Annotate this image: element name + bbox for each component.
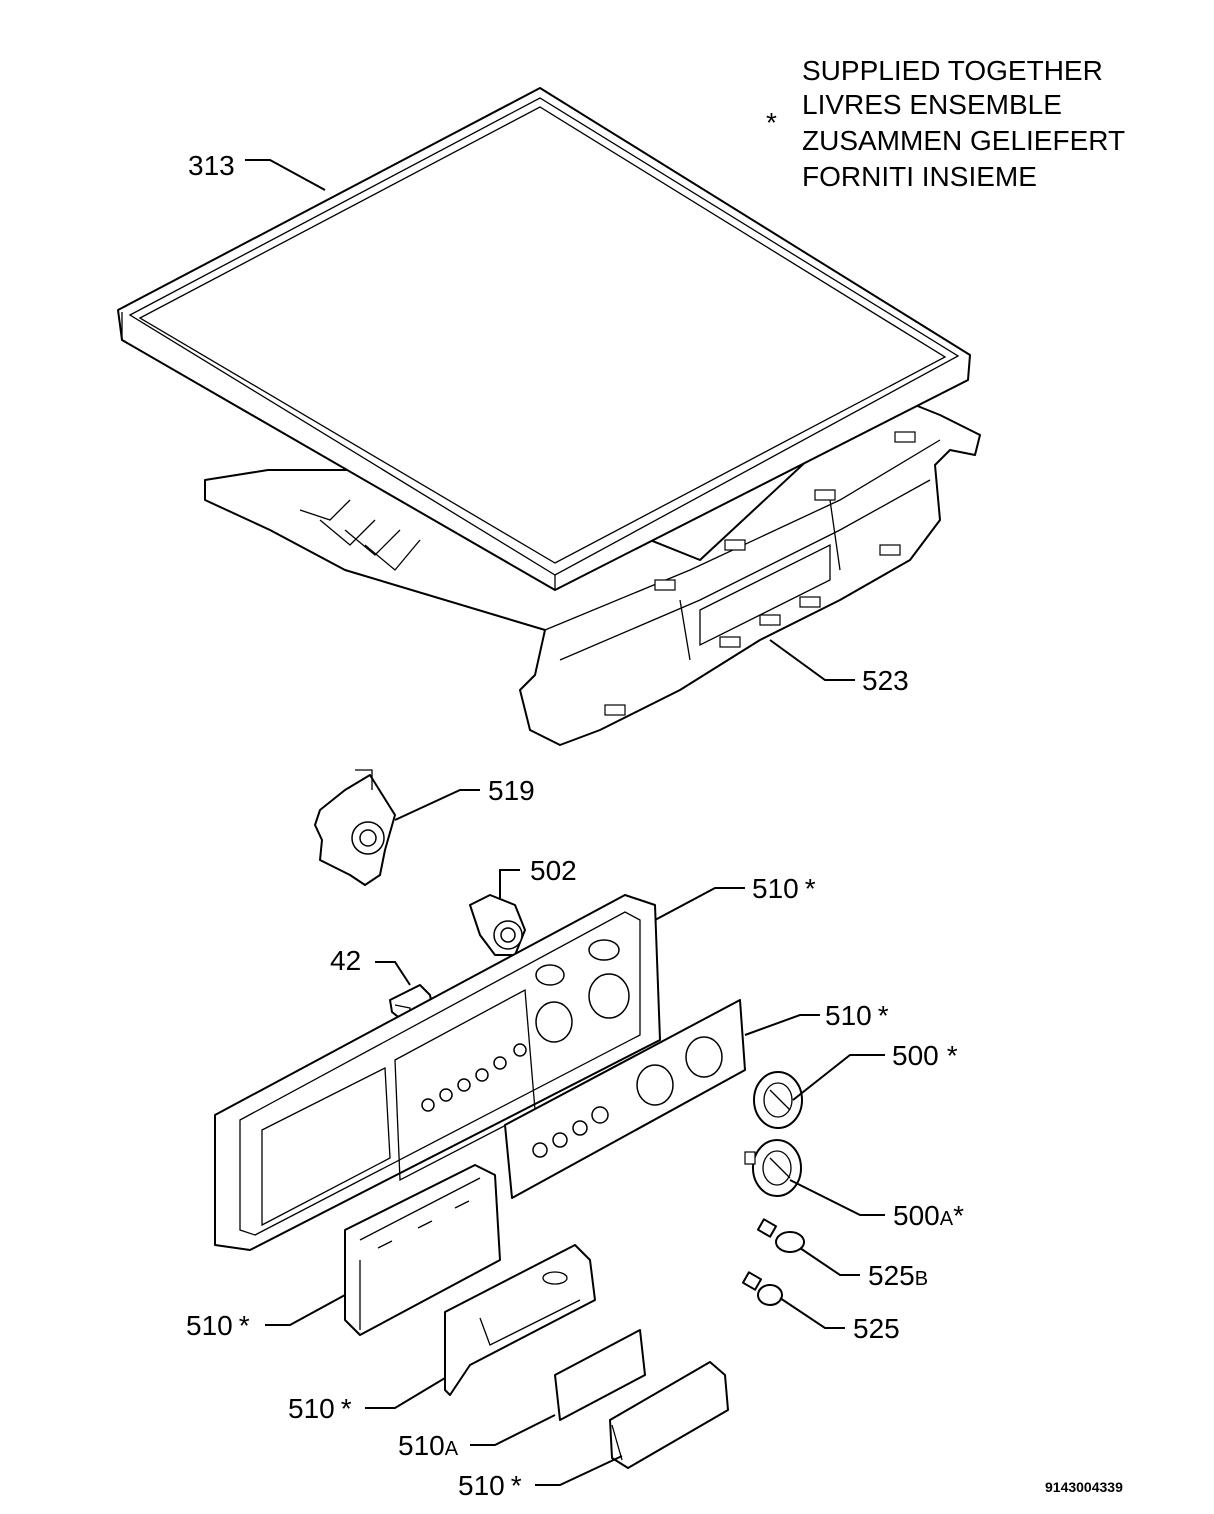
part-labels: 313 523 519 502 42 510* 510* 500* 500A* … xyxy=(186,150,964,1501)
part-510-cap xyxy=(609,1361,729,1469)
leader-lines xyxy=(245,159,885,1486)
label-510-handle: 510* xyxy=(288,1393,352,1424)
label-523: 523 xyxy=(862,665,909,696)
label-510-panel-star: * xyxy=(878,1000,889,1031)
label-510-dispenser-star: * xyxy=(239,1310,250,1341)
part-510-panel xyxy=(504,999,746,1199)
label-525B-number: 525 xyxy=(868,1260,915,1291)
label-500: 500 * xyxy=(892,1040,958,1071)
label-510-cap-star: * xyxy=(511,1470,522,1501)
label-510-cap-number: 510 xyxy=(458,1470,505,1501)
part-510-fascia xyxy=(214,894,661,1251)
part-502-knob-insert xyxy=(469,894,526,956)
label-500A-star: * xyxy=(953,1200,964,1231)
part-510A-plate xyxy=(554,1329,646,1421)
label-500-star: * xyxy=(947,1040,958,1071)
label-510-handle-star: * xyxy=(341,1393,352,1424)
part-510-dispenser-front xyxy=(344,1164,501,1336)
legend-line-it: FORNITI INSIEME xyxy=(802,161,1037,192)
label-510-dispenser-number: 510 xyxy=(186,1310,233,1341)
label-510-dispenser: 510* xyxy=(186,1310,250,1341)
part-519-bracket xyxy=(314,769,396,886)
label-42: 42 xyxy=(330,945,361,976)
label-510-fascia: 510* xyxy=(752,873,816,904)
label-510-panel-number: 510 xyxy=(825,1000,872,1031)
label-510A: 510A xyxy=(398,1430,459,1461)
label-510A-suffix: A xyxy=(445,1438,459,1460)
label-313: 313 xyxy=(188,150,235,181)
part-510-drawer-handle xyxy=(444,1244,596,1396)
label-510-fascia-star: * xyxy=(805,873,816,904)
label-502: 502 xyxy=(530,855,577,886)
label-525: 525 xyxy=(853,1313,900,1344)
label-500A-suffix: A xyxy=(940,1208,954,1230)
part-500A-knob xyxy=(744,1139,802,1197)
legend-line-de: ZUSAMMEN GELIEFERT xyxy=(802,125,1125,156)
label-500A: 500A* xyxy=(893,1200,964,1231)
label-500-number: 500 xyxy=(892,1040,939,1071)
part-525B-pin xyxy=(756,1218,805,1253)
label-510-panel: 510* xyxy=(825,1000,889,1031)
legend: * SUPPLIED TOGETHER LIVRES ENSEMBLE ZUSA… xyxy=(766,55,1125,192)
label-510-handle-number: 510 xyxy=(288,1393,335,1424)
document-number: 9143004339 xyxy=(1045,1479,1123,1495)
label-510-cap: 510* xyxy=(458,1470,522,1501)
part-525-pin xyxy=(741,1271,783,1306)
label-510A-number: 510 xyxy=(398,1430,445,1461)
label-525B-suffix: B xyxy=(915,1268,928,1290)
label-525B: 525B xyxy=(868,1260,928,1291)
label-519: 519 xyxy=(488,775,535,806)
part-313-worktop xyxy=(117,87,981,746)
label-510-fascia-number: 510 xyxy=(752,873,799,904)
part-500-knob xyxy=(753,1071,803,1129)
legend-line-en: SUPPLIED TOGETHER xyxy=(802,55,1103,86)
legend-asterisk: * xyxy=(766,107,777,138)
label-500A-number: 500 xyxy=(893,1200,940,1231)
legend-line-fr: LIVRES ENSEMBLE xyxy=(802,89,1062,120)
